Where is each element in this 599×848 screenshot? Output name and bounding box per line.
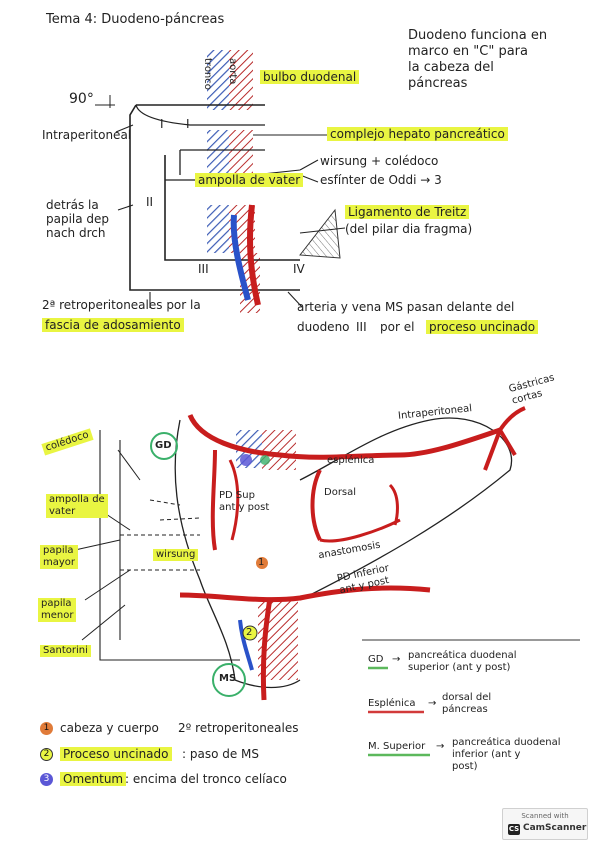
pancreas-diagram xyxy=(74,406,580,757)
complejo-label: complejo hepato pancreático xyxy=(327,127,508,141)
santorini-label: Santorini xyxy=(40,645,91,657)
note-1-label: cabeza y cuerpo xyxy=(60,721,159,735)
segment-I-label-2: I xyxy=(186,117,190,131)
angle-label: 90° xyxy=(69,91,94,107)
legend-esplenica-arrow: → xyxy=(428,698,437,709)
treitz-ligament xyxy=(299,208,341,259)
stamp-line2: CamScanner xyxy=(523,823,587,833)
stamp-line1: Scanned with xyxy=(521,812,569,820)
legend-ms-arrow: → xyxy=(436,741,445,752)
detras-papila-label: detrás la papila dep nach drch xyxy=(46,198,110,240)
vessel-hatch-blue-3 xyxy=(207,205,229,253)
legend-gd-text: pancreática duodenal superior (ant y pos… xyxy=(408,650,517,673)
treitz-origin-label: (del pilar dia fragma) xyxy=(345,222,473,236)
duodeno-word: duodeno xyxy=(297,320,350,334)
esplenica-label: esplénica xyxy=(327,455,375,466)
ms-label: MS xyxy=(219,673,237,684)
aorta-vessel xyxy=(229,50,253,110)
arteria-vena-label: arteria y vena MS pasan delante del xyxy=(297,300,515,314)
segment-II-label: II xyxy=(146,195,154,209)
ampolla-label: ampolla de vater xyxy=(195,173,304,187)
diagram-num-2: 2 xyxy=(246,627,253,638)
note-2-num: 2 xyxy=(40,748,53,761)
treitz-label: Ligamento de Treitz xyxy=(345,205,470,219)
dorsal-label: Dorsal xyxy=(324,487,357,498)
legend-gd-key: GD xyxy=(368,654,384,665)
intraperitoneal-label: Intraperitoneal xyxy=(42,128,132,142)
duodeno-III: III xyxy=(356,320,367,334)
retroperitoneal-label: 2ª retroperitoneales por la xyxy=(42,298,201,312)
note-3-num: 3 xyxy=(40,773,53,786)
segment-III-label: III xyxy=(198,262,209,276)
aorta-label: aorta xyxy=(227,58,238,85)
note-2-rest: : paso de MS xyxy=(182,747,260,761)
note-1-rest: 2º retroperitoneales xyxy=(178,721,299,735)
vessel-hatch-red-2 xyxy=(229,130,253,175)
vessel-hatch-blue-2 xyxy=(207,130,229,175)
papila-menor-label: papila menor xyxy=(38,598,77,622)
legend-ms-text: pancreática duodenal inferior (ant y pos… xyxy=(452,737,561,772)
proceso-uncinado-label: proceso uncinado xyxy=(426,320,539,334)
wirsung-coledoco-label: wirsung + colédoco xyxy=(320,154,439,168)
gd-label: GD xyxy=(155,440,172,451)
note-1-num: 1 xyxy=(40,722,53,735)
segment-IV-label: IV xyxy=(293,262,305,276)
segment-I-label: I xyxy=(160,117,164,131)
pd-sup-label: PD Sup ant y post xyxy=(219,490,270,513)
bulbo-label: bulbo duodenal xyxy=(260,70,360,84)
wirsung-label: wirsung xyxy=(153,549,199,561)
legend-gd-arrow: → xyxy=(392,654,401,665)
por-el-word: por el xyxy=(380,320,415,334)
diagram-num-1: 1 xyxy=(258,557,265,568)
ampolla-vater-label: ampolla de vater xyxy=(46,494,108,518)
legend-ms-key: M. Superior xyxy=(368,741,426,752)
page-title: Tema 4: Duodeno-páncreas xyxy=(46,12,225,27)
fascia-label: fascia de adosamiento xyxy=(42,318,184,332)
esfinter-label: esfínter de Oddi → 3 xyxy=(320,173,442,187)
legend-esplenica-text: dorsal del páncreas xyxy=(442,692,492,715)
legend-esplenica-key: Esplénica xyxy=(368,698,416,709)
note-2-label: Proceso uncinado xyxy=(60,747,172,761)
duodenum-diagram xyxy=(95,50,346,313)
c-frame-note: Duodeno funciona en marco en "C" para la… xyxy=(408,28,548,91)
papila-mayor-label: papila mayor xyxy=(40,545,79,569)
note-3-rest: : encima del tronco celíaco xyxy=(125,772,287,786)
tronco-vessel xyxy=(207,50,229,110)
camscanner-stamp: Scanned with CS CamScanner xyxy=(502,808,588,840)
camscanner-logo-icon: CS xyxy=(508,824,520,835)
note-3-label: Omentum xyxy=(60,772,127,786)
tronco-label: tronco xyxy=(202,58,213,90)
